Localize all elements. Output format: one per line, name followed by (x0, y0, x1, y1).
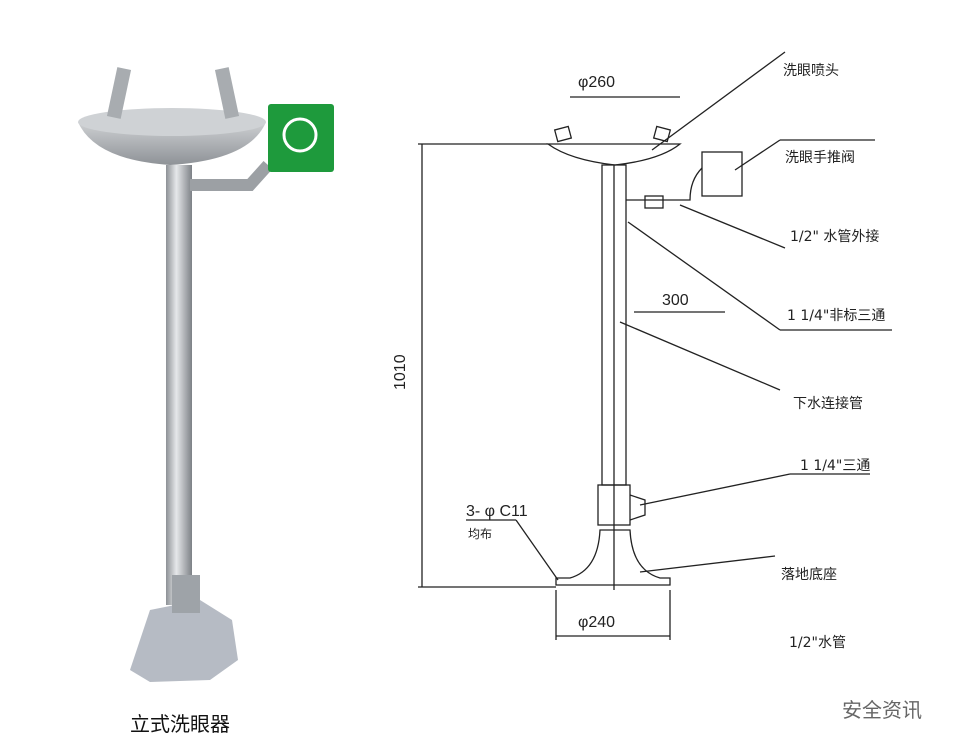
watermark: 安全资讯 (842, 698, 922, 722)
holes-dim: 3- φ C11 (466, 503, 528, 520)
label-nonstandard-tee: 1 1/4"非标三通 (787, 308, 886, 324)
bowl-diameter-dim: φ260 (578, 74, 616, 91)
base-diameter-dim: φ240 (578, 614, 616, 631)
label-water-inlet: 1/2" 水管外接 (790, 229, 880, 245)
label-eyewash-nozzle: 洗眼喷头 (783, 63, 839, 79)
label-push-valve: 洗眼手推阀 (785, 150, 855, 166)
label-tee: 1 1/4"三通 (800, 458, 871, 474)
label-water-pipe: 1/2"水管 (789, 635, 846, 651)
label-floor-base: 落地底座 (781, 567, 837, 583)
eyewash-photo (78, 67, 334, 682)
holes-note: 均布 (468, 527, 493, 541)
technical-drawing (418, 51, 892, 640)
offset-dim: 300 (662, 292, 689, 309)
green-sign (268, 104, 334, 172)
label-drain-pipe: 下水连接管 (793, 396, 863, 412)
photo-caption: 立式洗眼器 (130, 712, 230, 736)
height-dim: 1010 (392, 354, 409, 390)
